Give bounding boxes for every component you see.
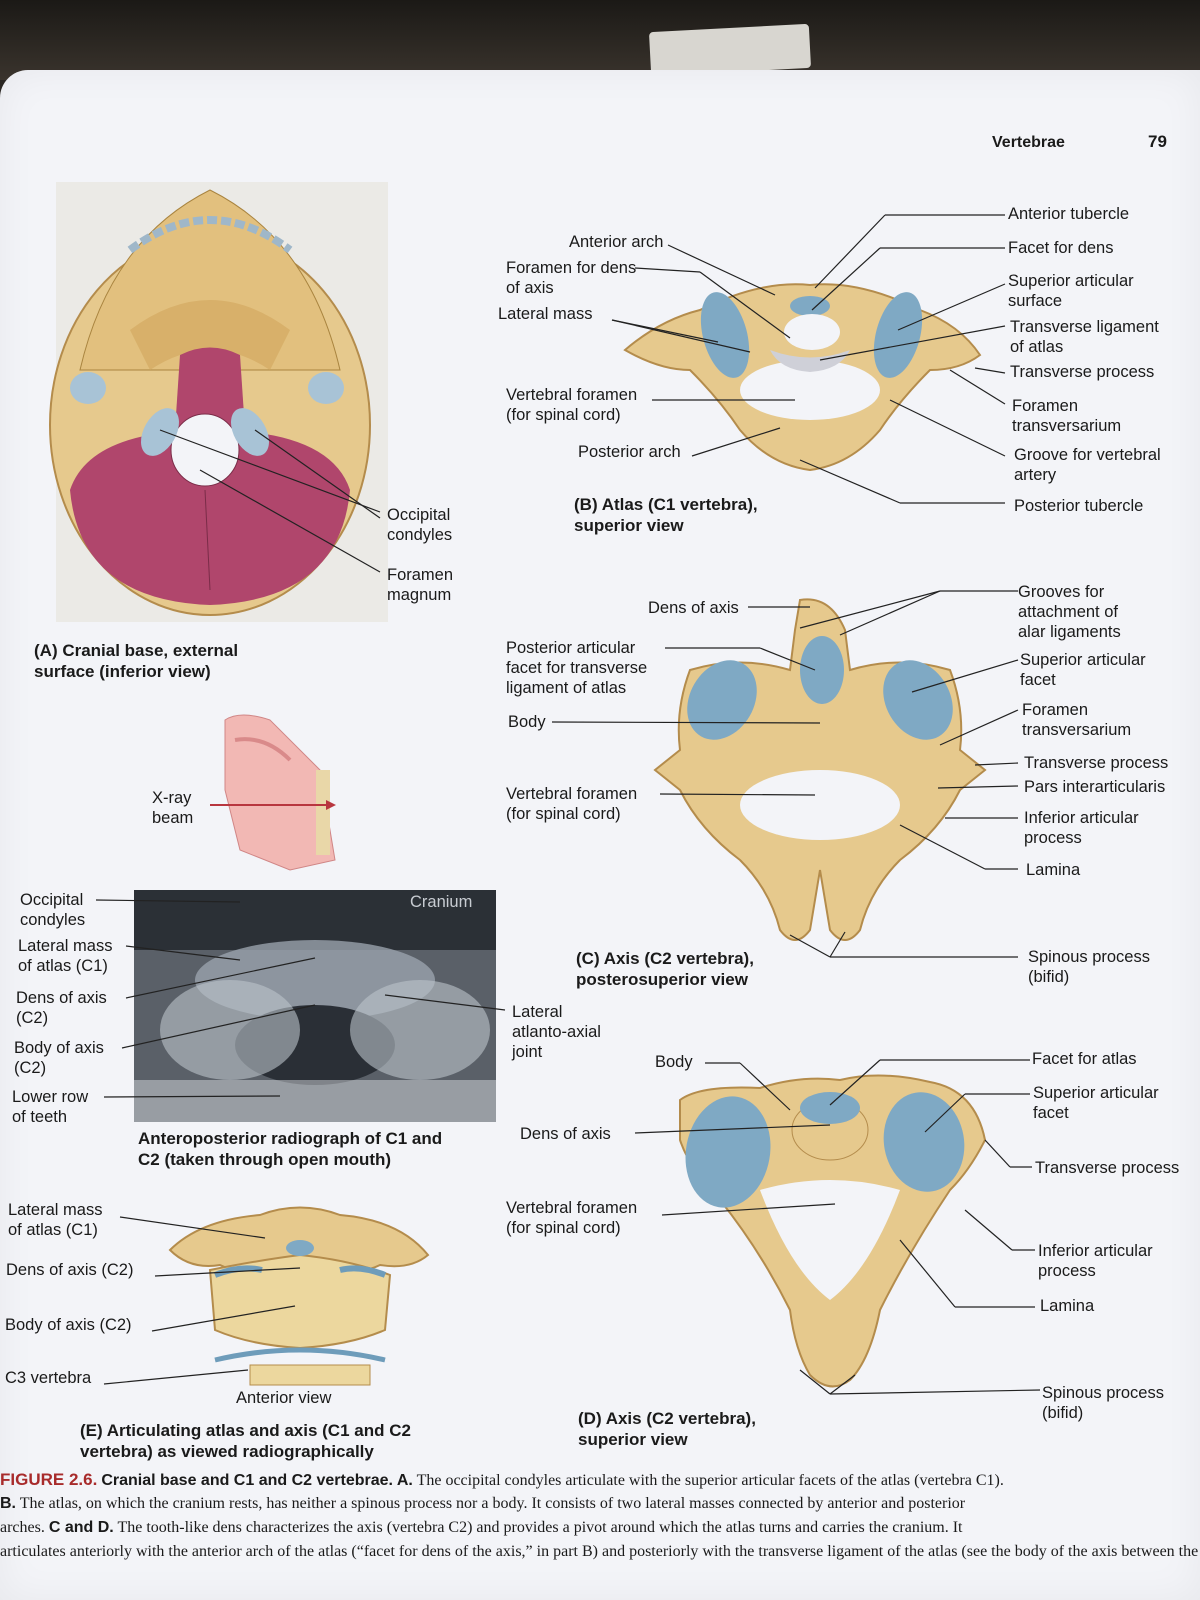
label-body-d: Body	[655, 1053, 693, 1071]
label-grooves-alar-ligaments: Grooves for attachment of alar ligaments	[1018, 583, 1121, 641]
label-vertebral-foramen-b: Vertebral foramen (for spinal cord)	[506, 386, 638, 424]
label-foramen-transversarium-c: Foramen transversarium	[1022, 701, 1132, 739]
page-number: 79	[1148, 132, 1167, 151]
label-radiograph-occipital-condyles: Occipital condyles	[20, 891, 86, 929]
label-dens-e: Dens of axis (C2)	[6, 1261, 134, 1279]
figure-legend-text-3: The tooth-like dens characterizes the ax…	[117, 1519, 963, 1536]
label-posterior-arch: Posterior arch	[578, 443, 681, 461]
label-dens-of-axis-c: Dens of axis	[648, 599, 739, 617]
figure-legend-line-3: arches. C and D. The tooth-like dens cha…	[0, 1516, 1200, 1539]
xray-head-inset	[210, 714, 336, 871]
label-facet-for-atlas: Facet for atlas	[1032, 1050, 1137, 1068]
caption-figure-c: (C) Axis (C2 vertebra), posterosuperior …	[576, 949, 754, 989]
label-transverse-process-c: Transverse process	[1024, 754, 1169, 772]
atlas-superior-illustration	[623, 283, 982, 472]
label-posterior-articular-facet: Posterior articular facet for transverse…	[506, 639, 648, 697]
label-anterior-arch: Anterior arch	[569, 233, 664, 251]
label-anterior-tubercle: Anterior tubercle	[1008, 205, 1130, 223]
label-lamina-d: Lamina	[1040, 1297, 1095, 1315]
label-occipital-condyles: Occipital condyles	[387, 506, 453, 544]
figure-legend-arches: arches.	[0, 1519, 45, 1536]
paper-scrap	[648, 23, 812, 77]
label-groove-vertebral-artery: Groove for vertebral artery	[1014, 446, 1161, 484]
label-foramen-for-dens: Foramen for dens of axis	[506, 259, 637, 297]
cranial-base-illustration	[49, 182, 388, 622]
label-spinous-process-c: Spinous process (bifid)	[1028, 948, 1150, 986]
label-inferior-articular-process-d: Inferior articular process	[1038, 1242, 1153, 1280]
label-superior-articular-facet-c: Superior articular facet	[1020, 651, 1146, 689]
caption-figure-b: (B) Atlas (C1 vertebra), superior view	[574, 495, 758, 535]
radiograph-image	[95, 890, 506, 1122]
label-cranium: Cranium	[410, 893, 473, 911]
running-header: Vertebrae	[992, 134, 1065, 151]
axis-d-leaders	[634, 1059, 1041, 1395]
label-anterior-view: Anterior view	[236, 1389, 332, 1407]
caption-figure-a: (A) Cranial base, external surface (infe…	[34, 641, 239, 681]
figure-legend-text-2: The atlas, on which the cranium rests, h…	[19, 1495, 966, 1512]
figure-legend-b: B.	[0, 1495, 16, 1512]
articulating-atlas-axis-illustration	[103, 1206, 430, 1386]
label-xray-beam: X-ray beam	[152, 789, 194, 827]
figure-legend-cd: C and D.	[48, 1519, 114, 1536]
background-dark-top	[0, 0, 1200, 80]
label-spinous-process-d: Spinous process (bifid)	[1042, 1384, 1164, 1422]
label-transverse-process-d: Transverse process	[1035, 1159, 1180, 1177]
label-vertebral-foramen-c: Vertebral foramen (for spinal cord)	[506, 785, 638, 823]
label-radiograph-lower-teeth: Lower row of teeth	[12, 1088, 89, 1126]
label-transverse-ligament: Transverse ligament of atlas	[1010, 318, 1159, 356]
label-facet-for-dens: Facet for dens	[1008, 239, 1114, 257]
label-pars-interarticularis: Pars interarticularis	[1024, 778, 1166, 796]
label-posterior-tubercle: Posterior tubercle	[1014, 497, 1144, 515]
label-dens-of-axis-d: Dens of axis	[520, 1125, 611, 1143]
figure-legend-line-1: FIGURE 2.6. Cranial base and C1 and C2 v…	[0, 1468, 1200, 1492]
figure-legend-text-1: The occipital condyles articulate with t…	[416, 1472, 1004, 1489]
label-radiograph-body: Body of axis (C2)	[14, 1039, 104, 1077]
figure-legend-line-2: B. The atlas, on which the cranium rests…	[0, 1492, 1200, 1515]
axis-posterosuperior-illustration	[653, 598, 987, 941]
label-vertebral-foramen-d: Vertebral foramen (for spinal cord)	[506, 1199, 638, 1237]
label-inferior-articular-process-c: Inferior articular process	[1024, 809, 1139, 847]
figure-title: Cranial base and C1 and C2 vertebrae. A.	[101, 1472, 413, 1489]
figure-legend-text-4: articulates anteriorly with the anterior…	[0, 1543, 1200, 1560]
label-c3-vertebra: C3 vertebra	[5, 1369, 92, 1387]
figure-id: FIGURE 2.6.	[0, 1470, 98, 1489]
label-superior-articular-facet-d: Superior articular facet	[1033, 1084, 1159, 1122]
label-body-c: Body	[508, 713, 546, 731]
textbook-page: Vertebrae 79	[0, 70, 1200, 1600]
axis-superior-illustration	[679, 1074, 987, 1388]
label-lateral-atlanto-axial-joint: Lateral atlanto-axial joint	[512, 1003, 601, 1061]
label-lamina-c: Lamina	[1026, 861, 1081, 879]
figure-legend-line-4: articulates anteriorly with the anterior…	[0, 1540, 1200, 1563]
label-radiograph-lateral-mass: Lateral mass of atlas (C1)	[18, 937, 113, 975]
label-foramen-magnum: Foramen magnum	[387, 566, 454, 604]
label-superior-articular-surface: Superior articular surface	[1008, 272, 1134, 310]
atlas-leaders	[611, 214, 1006, 504]
label-foramen-transversarium-b: Foramen transversarium	[1012, 397, 1122, 435]
label-lateral-mass-e: Lateral mass of atlas (C1)	[8, 1201, 103, 1239]
label-body-e: Body of axis (C2)	[5, 1316, 132, 1334]
caption-figure-d: (D) Axis (C2 vertebra), superior view	[578, 1409, 756, 1449]
label-radiograph-dens: Dens of axis (C2)	[16, 989, 107, 1027]
caption-radiograph: Anteroposterior radiograph of C1 and C2 …	[138, 1129, 443, 1169]
label-lateral-mass: Lateral mass	[498, 305, 593, 323]
figure-illustrations	[49, 182, 1041, 1395]
caption-figure-e: (E) Articulating atlas and axis (C1 and …	[80, 1421, 411, 1461]
label-transverse-process-b: Transverse process	[1010, 363, 1155, 381]
axis-c-leaders	[551, 590, 1019, 958]
